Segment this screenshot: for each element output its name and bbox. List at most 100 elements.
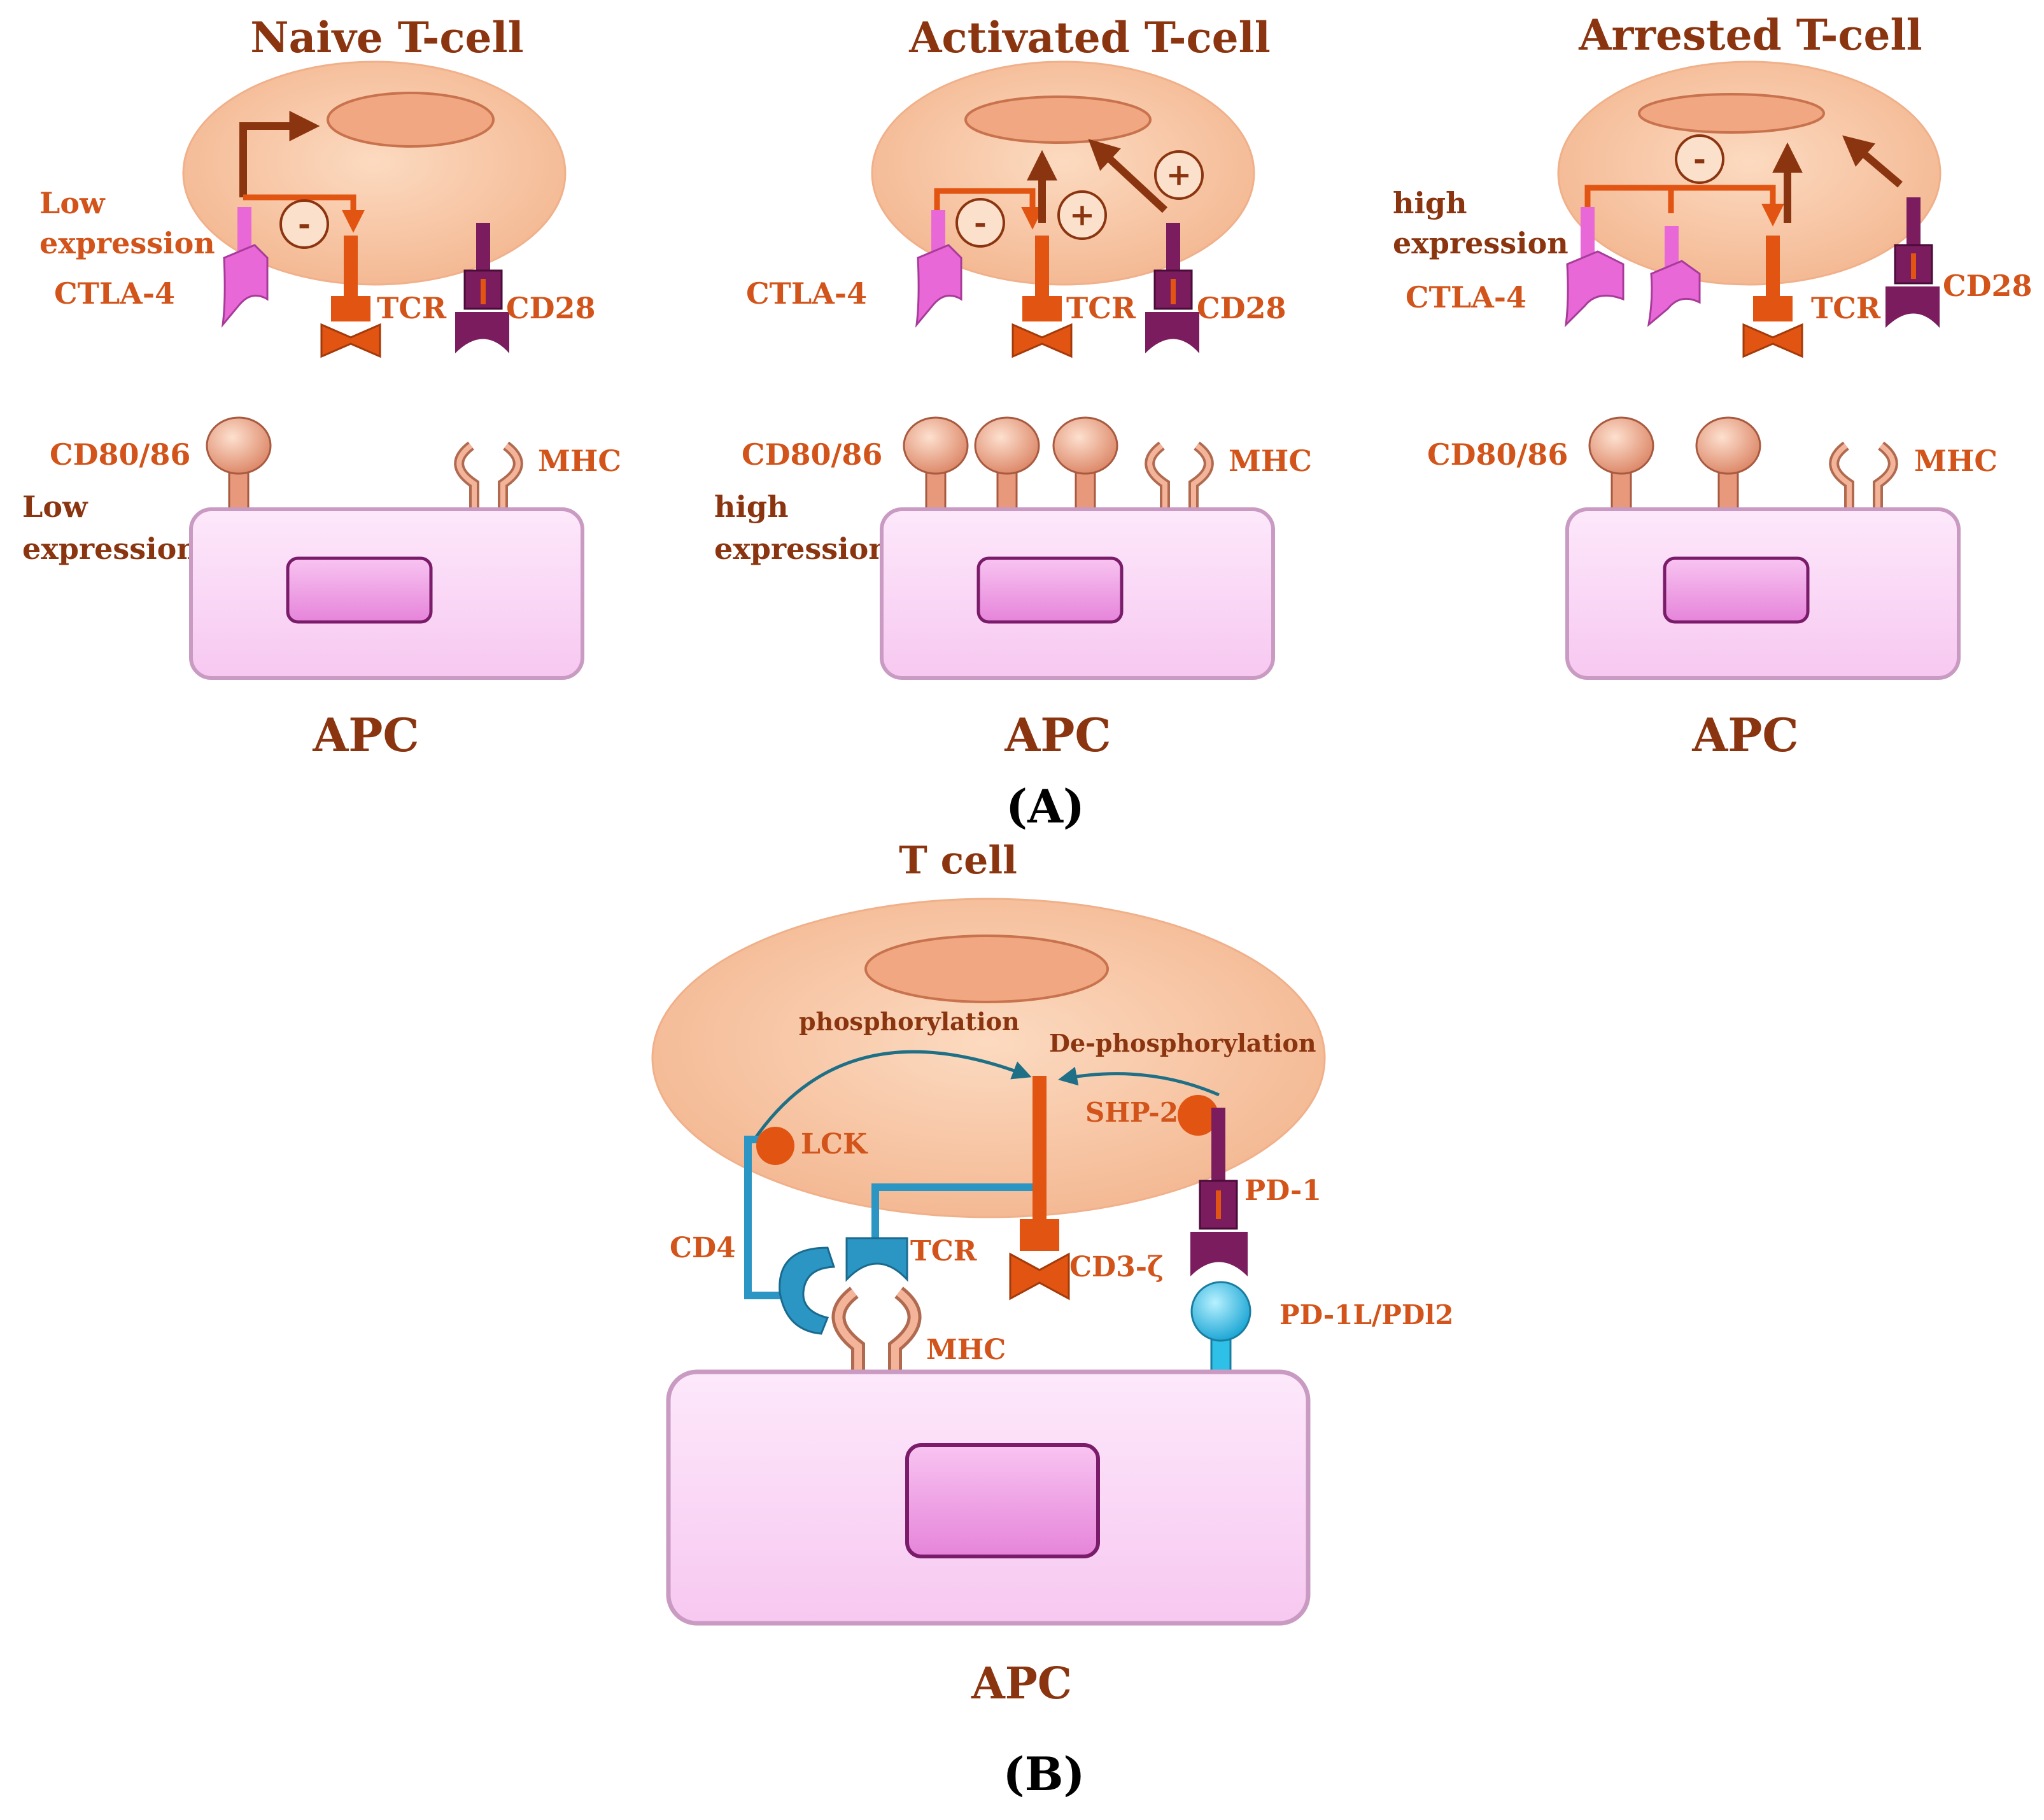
activated-mhc-label: MHC	[1229, 444, 1312, 478]
arrested-ctla4-receptor-1	[1564, 207, 1625, 328]
naive-cd80-label: CD80/86	[50, 437, 190, 472]
arrested-cd80-label: CD80/86	[1427, 437, 1568, 472]
panel-b-apc-label: APC	[971, 1658, 1072, 1709]
arrested-tcr-label: TCR	[1811, 291, 1881, 325]
activated-apc-note-1: high	[714, 490, 789, 524]
naive-cd80-ligand	[206, 416, 272, 511]
lck-dot	[756, 1127, 794, 1165]
pdl-ligand	[1190, 1281, 1251, 1376]
panel-b-mhc	[831, 1287, 922, 1375]
naive-apc-label: APC	[312, 708, 419, 762]
arrested-tcell-note-2: expression	[1393, 226, 1568, 260]
activated-tcr-label: TCR	[1066, 291, 1136, 325]
panel-b-tcr-label: TCR	[910, 1235, 977, 1267]
panel-b-apc-nucleus	[905, 1443, 1100, 1558]
activated-panel: Activated T-cell - + + CTLA-4 TCR CD28	[714, 13, 1312, 762]
activated-mhc	[1145, 441, 1214, 509]
activated-apc-note-2: expression	[714, 532, 890, 566]
arrested-tcell-nucleus	[1638, 93, 1825, 134]
activated-minus-sign: -	[974, 205, 987, 241]
activated-cd80-ligand-2	[974, 416, 1040, 511]
naive-tcell-note-2: expression	[39, 226, 215, 260]
panel-a-label: (A)	[1006, 779, 1085, 833]
arrested-panel: Arrested T-cell - high expression	[1393, 10, 2033, 762]
activated-tcell-nucleus	[964, 95, 1152, 144]
activated-cd80-ligand-3	[1052, 416, 1118, 511]
panel-b: T cell phosphorylation De-phosphorylatio…	[651, 838, 1454, 1709]
shp2-label: SHP-2	[1085, 1097, 1178, 1128]
naive-mhc-label: MHC	[538, 444, 621, 478]
activated-plus-sign-2: +	[1166, 157, 1192, 193]
arrested-cd80-ligand-1	[1588, 416, 1654, 511]
arrested-ctla4-receptor-2	[1647, 226, 1701, 327]
activated-apc-nucleus	[976, 556, 1124, 624]
lck-label: LCK	[801, 1128, 868, 1160]
activated-plus-circle-1	[1057, 190, 1107, 240]
arrested-minus-sign: -	[1693, 141, 1706, 177]
panel-b-tcell-title: T cell	[899, 838, 1017, 883]
arrested-cd28-arrow	[1842, 135, 1903, 188]
arrested-cd28-label: CD28	[1943, 269, 2033, 303]
arrested-apc-label: APC	[1691, 708, 1798, 762]
naive-mhc	[454, 441, 523, 509]
dephosphorylation-arrow	[1058, 1066, 1220, 1097]
cd4-label: CD4	[670, 1232, 736, 1264]
panel-b-tcell-body	[651, 898, 1326, 1218]
naive-tcr-label: TCR	[377, 291, 447, 325]
naive-tcell-note-1: Low	[39, 186, 106, 220]
activated-minus-circle	[955, 198, 1005, 248]
naive-ctla4-receptor	[221, 207, 269, 328]
naive-tcell-nucleus	[327, 92, 495, 148]
panel-b-label: (B)	[1003, 1747, 1085, 1801]
cd3-zeta-receptor	[1009, 1076, 1070, 1301]
activated-cd28-label: CD28	[1197, 291, 1286, 325]
naive-ctla4-label: CTLA-4	[54, 276, 175, 311]
activated-ctla4-receptor	[915, 210, 962, 328]
pd1-label: PD-1	[1244, 1175, 1322, 1207]
arrested-cd28-receptor	[1885, 197, 1940, 328]
naive-apc-note-1: Low	[22, 490, 88, 524]
activated-ctla4-label: CTLA-4	[746, 276, 867, 311]
activated-plus-circle-2	[1154, 150, 1204, 200]
tcr-signal-line	[871, 1183, 1034, 1238]
naive-title: Naive T-cell	[250, 13, 523, 62]
panel-b-tcell-nucleus	[864, 935, 1109, 1003]
arrested-minus-circle	[1675, 134, 1724, 184]
pd1-receptor	[1190, 1108, 1248, 1276]
activated-cd28-arrow	[1088, 139, 1168, 213]
activated-plus-sign-1: +	[1069, 197, 1095, 233]
naive-cd28-receptor	[455, 223, 509, 353]
naive-arrow-to-nucleus	[239, 111, 320, 197]
activated-tcr-receptor	[1011, 236, 1073, 358]
pdl-label: PD-1L/PDl2	[1279, 1299, 1454, 1330]
arrested-title: Arrested T-cell	[1578, 10, 1922, 60]
arrested-apc-nucleus	[1663, 556, 1810, 624]
phosphorylation-arrow	[752, 1050, 1032, 1141]
arrested-tcell-note-1: high	[1393, 186, 1467, 220]
activated-cd80-ligand-1	[903, 416, 969, 511]
activated-inhibit-arrow	[934, 188, 1044, 230]
cd4-head	[779, 1246, 836, 1335]
activated-cd28-receptor	[1145, 223, 1199, 353]
naive-apc-nucleus	[286, 556, 433, 624]
naive-minus-circle	[279, 199, 329, 249]
arrested-mhc-label: MHC	[1914, 444, 1998, 478]
arrested-inhibit-arrow	[1584, 185, 1784, 227]
shp2-dot	[1178, 1095, 1218, 1136]
naive-panel: Naive T-cell - Low expression CTLA-4 TCR…	[22, 13, 621, 762]
arrested-cd80-ligand-2	[1695, 416, 1761, 511]
naive-tcr-receptor	[320, 236, 381, 358]
naive-inhibit-arrow	[243, 194, 365, 233]
naive-apc-note-2: expression	[22, 532, 198, 566]
dephosphorylation-label: De-phosphorylation	[1049, 1029, 1316, 1057]
arrested-tcr-receptor	[1742, 236, 1803, 358]
naive-minus-sign: -	[298, 206, 311, 242]
arrested-mhc	[1829, 441, 1898, 509]
arrested-ctla4-label: CTLA-4	[1406, 280, 1526, 314]
tcr-blue-receptor	[845, 1237, 908, 1282]
panel-b-mhc-label: MHC	[926, 1334, 1006, 1366]
phosphorylation-label: phosphorylation	[799, 1007, 1020, 1036]
naive-cd28-label: CD28	[506, 291, 596, 325]
activated-cd80-label: CD80/86	[742, 437, 882, 472]
